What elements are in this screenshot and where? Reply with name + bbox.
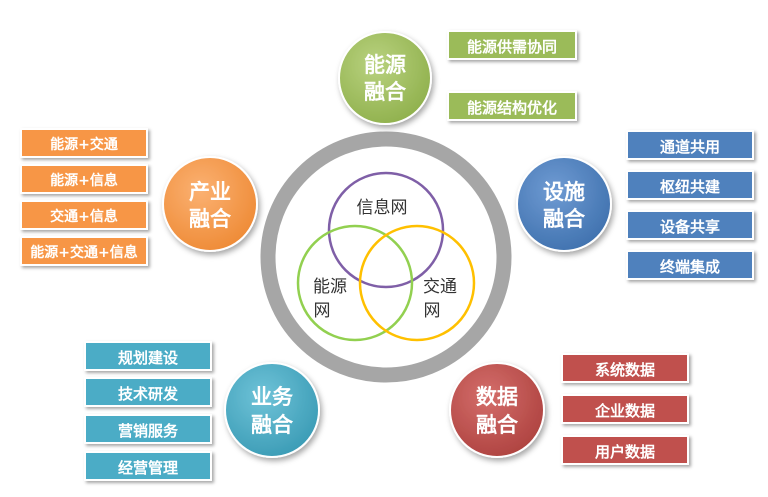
- industry-fusion-title-line2: 融合: [189, 207, 232, 231]
- energy-item-structure: 能源结构优化: [447, 91, 577, 121]
- business-item-rnd: 技术研发: [84, 377, 212, 407]
- venn-circle-traffic: [358, 224, 476, 342]
- business-item-planning: 规划建设: [84, 341, 212, 371]
- energy-fusion-title-line1: 能源: [364, 53, 406, 77]
- facility-fusion-title-line2: 融合: [543, 207, 586, 231]
- venn-label-traffic-line1: 交通: [423, 277, 457, 297]
- energy-item-supply-demand: 能源供需协同: [447, 30, 577, 60]
- data-fusion-title-line2: 融合: [476, 413, 519, 437]
- venn-label-energy-line2: 网: [314, 301, 331, 321]
- energy-fusion-node: [338, 31, 432, 125]
- business-fusion-title-line1: 业务: [251, 385, 294, 409]
- center-ring: [260, 131, 512, 383]
- facility-item-terminal: 终端集成: [626, 250, 754, 280]
- data-item-user: 用户数据: [561, 435, 689, 465]
- business-fusion-node: [224, 362, 320, 458]
- industry-fusion-title-line1: 产业: [189, 180, 231, 204]
- facility-item-equipment: 设备共享: [626, 210, 754, 240]
- energy-fusion-title-line2: 融合: [364, 80, 407, 104]
- industry-item-energy-traffic: 能源+交通: [20, 128, 148, 158]
- venn-label-info: 信息网: [357, 198, 408, 218]
- venn-label-energy-line1: 能源: [313, 277, 347, 297]
- industry-fusion-node: [162, 156, 258, 252]
- venn-circle-info: [327, 171, 445, 289]
- data-item-system: 系统数据: [561, 353, 689, 383]
- business-fusion-title-line2: 融合: [251, 413, 294, 437]
- industry-item-energy-traffic-info: 能源+交通+信息: [20, 236, 148, 266]
- industry-item-traffic-info: 交通+信息: [20, 200, 148, 230]
- facility-item-channel: 通道共用: [626, 130, 754, 160]
- facility-fusion-title-line1: 设施: [543, 180, 585, 204]
- venn-circle-energy: [296, 224, 414, 342]
- business-item-operations: 经营管理: [84, 451, 212, 481]
- data-fusion-node: [449, 362, 545, 458]
- business-item-marketing: 营销服务: [84, 414, 212, 444]
- facility-fusion-node: [516, 156, 612, 252]
- facility-item-hub: 枢纽共建: [626, 170, 754, 200]
- industry-item-energy-info: 能源+信息: [20, 164, 148, 194]
- venn-label-traffic-line2: 网: [424, 301, 441, 321]
- data-fusion-title-line1: 数据: [476, 385, 518, 409]
- data-item-enterprise: 企业数据: [561, 394, 689, 424]
